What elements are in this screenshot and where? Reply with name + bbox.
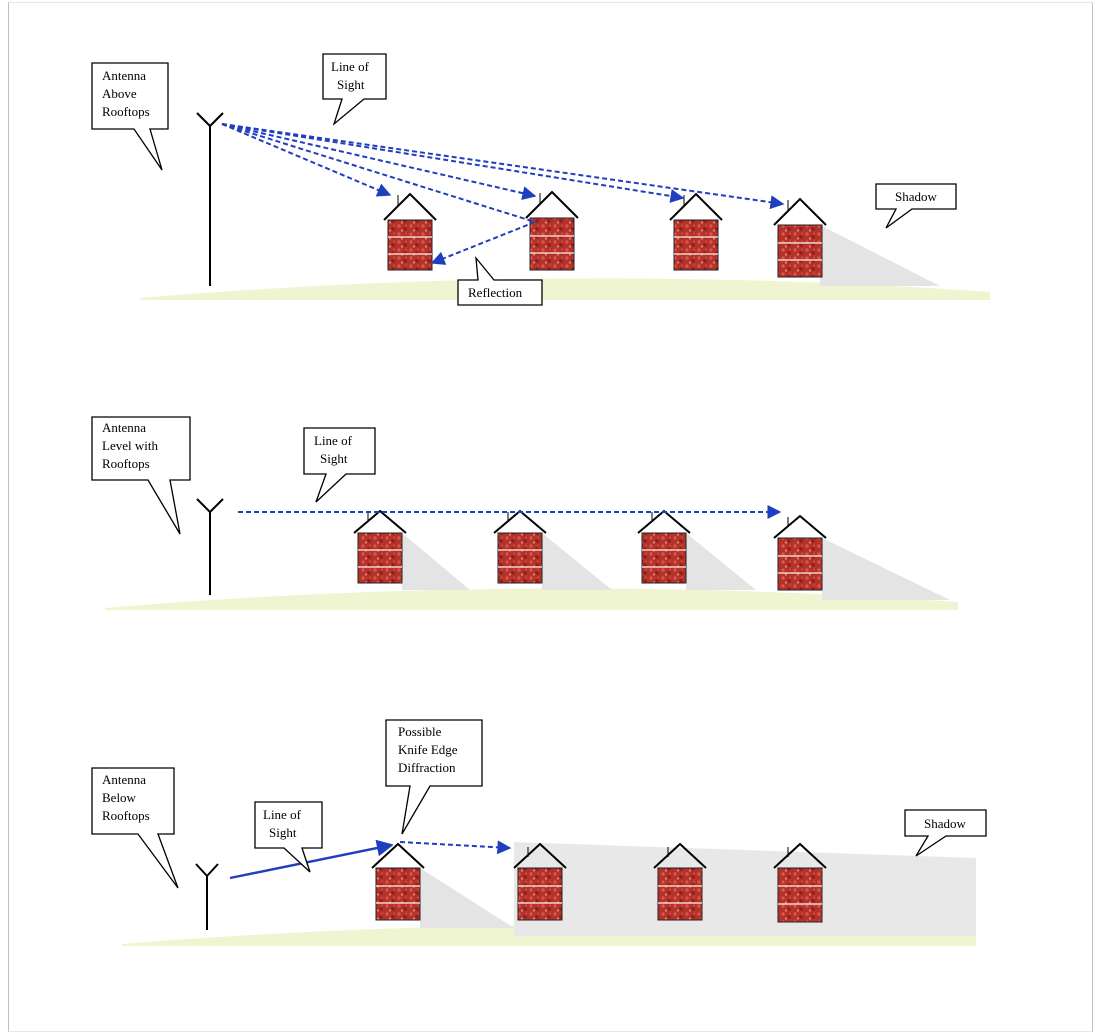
callout-reflection: Reflection bbox=[457, 255, 543, 306]
callout-text: Sight bbox=[320, 451, 348, 466]
figure-frame bbox=[8, 2, 1093, 1032]
panel-below-rooftops: Antenna Below Rooftops Line of Sight Pos… bbox=[91, 719, 987, 946]
antenna-mast bbox=[195, 863, 219, 930]
callout-text: Antenna bbox=[102, 420, 146, 435]
shadow-region bbox=[514, 842, 976, 936]
callout-text: Line of bbox=[263, 807, 302, 822]
ground bbox=[140, 278, 990, 300]
callout-text: Knife Edge bbox=[398, 742, 458, 757]
callout-text: Above bbox=[102, 86, 137, 101]
callout-line-of-sight: Line of Sight bbox=[254, 801, 323, 873]
callout-text: Below bbox=[102, 790, 137, 805]
house bbox=[637, 509, 691, 584]
shadow-region bbox=[686, 533, 756, 590]
house bbox=[773, 514, 827, 591]
antenna-mast bbox=[196, 498, 224, 595]
callout-text: Sight bbox=[269, 825, 297, 840]
callout-antenna: Antenna Level with Rooftops bbox=[91, 416, 191, 535]
shadow-region bbox=[820, 225, 940, 286]
callout-text: Shadow bbox=[895, 189, 938, 204]
callout-line-of-sight: Line of Sight bbox=[303, 427, 376, 503]
house bbox=[353, 509, 407, 584]
callout-antenna: Antenna Below Rooftops bbox=[91, 767, 179, 889]
callout-text: Line of bbox=[331, 59, 370, 74]
callout-text: Rooftops bbox=[102, 808, 150, 823]
callout-diffraction: Possible Knife Edge Diffraction bbox=[385, 719, 483, 835]
shadow-region bbox=[542, 533, 612, 590]
callout-text: Possible bbox=[398, 724, 442, 739]
shadow-region bbox=[420, 868, 514, 928]
callout-text: Shadow bbox=[924, 816, 967, 831]
house bbox=[383, 192, 437, 271]
callout-shadow: Shadow bbox=[904, 809, 987, 857]
signal-rays bbox=[221, 123, 785, 265]
panel-level-with-rooftops: Antenna Level with Rooftops Line of Sigh… bbox=[91, 416, 958, 610]
house bbox=[525, 190, 579, 271]
antenna-mast bbox=[196, 112, 224, 286]
callout-text: Diffraction bbox=[398, 760, 456, 775]
callout-text: Rooftops bbox=[102, 456, 150, 471]
house bbox=[669, 192, 723, 271]
callout-text: Level with bbox=[102, 438, 158, 453]
house bbox=[371, 842, 425, 921]
callout-shadow: Shadow bbox=[875, 183, 957, 229]
callout-text: Reflection bbox=[468, 285, 523, 300]
house bbox=[513, 842, 567, 921]
callout-antenna: Antenna Above Rooftops bbox=[91, 62, 169, 171]
callout-text: Antenna bbox=[102, 68, 146, 83]
house bbox=[493, 509, 547, 584]
signal-rays bbox=[229, 839, 512, 880]
callout-text: Line of bbox=[314, 433, 353, 448]
callout-text: Sight bbox=[337, 77, 365, 92]
ground bbox=[105, 588, 958, 610]
house bbox=[653, 842, 707, 921]
house bbox=[773, 197, 827, 278]
callout-text: Antenna bbox=[102, 772, 146, 787]
callout-text: Rooftops bbox=[102, 104, 150, 119]
house bbox=[773, 842, 827, 923]
shadow-region bbox=[402, 533, 470, 590]
shadow-region bbox=[822, 538, 950, 600]
panel-above-rooftops: Antenna Above Rooftops Line of Sight Sha… bbox=[91, 53, 990, 306]
callout-line-of-sight: Line of Sight bbox=[322, 53, 387, 126]
